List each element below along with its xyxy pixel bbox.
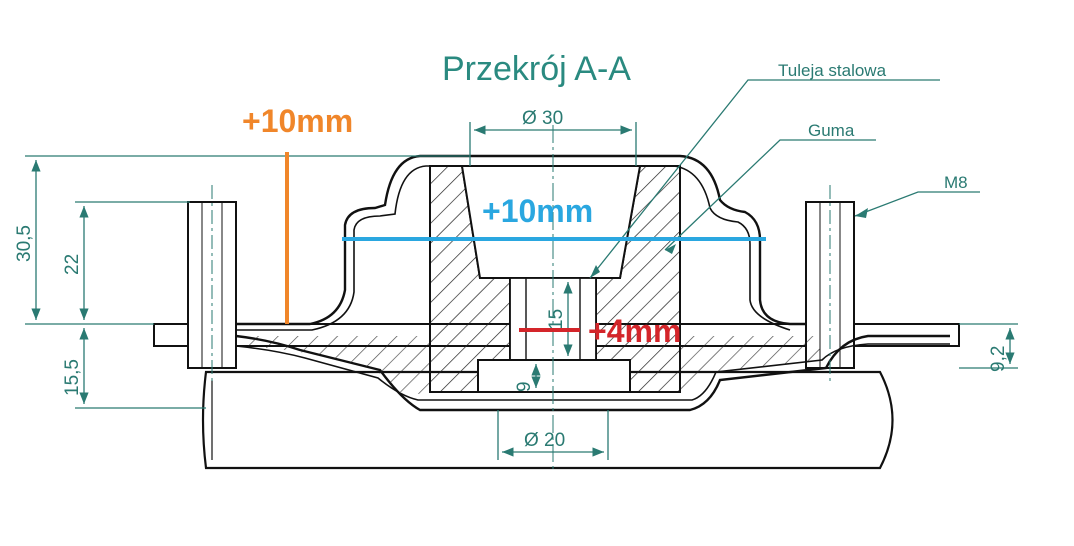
steel-tube-base [477,359,631,393]
dim-bore-15: 15 [546,309,567,330]
lower-housing-inner [235,343,950,401]
lower-rubber-right [680,336,820,392]
base-plate [201,370,894,470]
dim-flange: 9,2 [988,346,1009,372]
annotation-center-width: +10mm [482,193,593,229]
leader-arrow-rubber [665,244,676,254]
annotation-bore-length: +4mm [588,313,681,349]
section-title: Przekrój A-A [442,50,631,88]
label-tube: Tuleja stalowa [778,61,887,80]
dim-bottom-diameter: Ø 20 [524,430,565,451]
dim-height-22: 22 [62,254,83,275]
dimension-lines [25,79,1018,460]
steel-tube-bore [509,277,597,361]
label-bolt: M8 [944,173,968,192]
lower-rubber-left [240,336,430,395]
annotation-left-height: +10mm [242,103,353,139]
dim-bore-9: 9 [514,381,535,392]
label-rubber: Guma [808,121,855,140]
leader-arrow-bolt [855,208,868,218]
dim-height-total: 30,5 [14,225,35,262]
dim-height-lower: 15,5 [62,359,83,396]
dim-top-diameter: Ø 30 [522,108,563,129]
leader-arrow-tube [590,265,600,278]
